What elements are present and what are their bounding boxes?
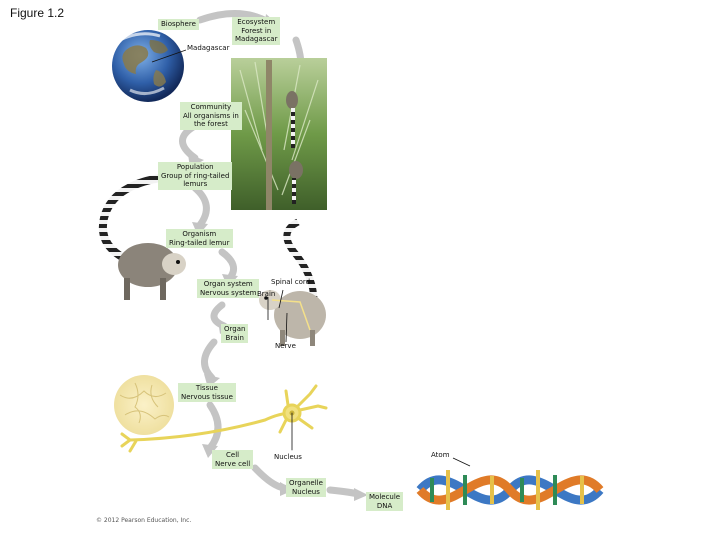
label-nucleus: Nucleus — [271, 452, 305, 463]
population-title: Population — [176, 163, 214, 171]
lemur-nervous-system-icon — [259, 218, 326, 346]
molecule-title: Molecule — [369, 493, 401, 501]
figure-title: Figure 1.2 — [10, 6, 65, 20]
label-organism: Organism Ring-tailed lemur — [166, 229, 233, 248]
cell-title: Cell — [226, 451, 240, 459]
population-desc-2: lemurs — [183, 180, 208, 188]
tissue-desc: Nervous tissue — [181, 392, 233, 401]
arrow-tissue-to-cell — [206, 401, 222, 452]
ecosystem-desc-2: Madagascar — [235, 35, 278, 43]
arrow-population-to-organism — [191, 184, 210, 229]
community-desc-2: the forest — [193, 120, 228, 128]
label-brain-small: Brain — [254, 289, 278, 300]
arrowhead-cell — [202, 444, 218, 458]
label-biosphere: Biosphere — [158, 19, 199, 30]
arrow-organism-to-organsystem — [218, 248, 238, 282]
arrowhead-molecule — [354, 488, 368, 501]
forest-photo-icon — [231, 58, 327, 210]
community-desc-1: All organisms in — [183, 111, 239, 120]
arrow-cell-to-organelle — [251, 464, 288, 492]
organism-title: Organism — [182, 230, 217, 238]
brain-text: Brain — [257, 290, 276, 298]
organelle-title: Organelle — [289, 479, 323, 487]
nerve-cell-icon — [120, 384, 328, 453]
label-nerve: Nerve — [272, 341, 299, 352]
label-spinal-cord: Spinal cord — [268, 277, 313, 288]
organ-system-desc: Nervous system — [200, 288, 257, 297]
spinal-cord-text: Spinal cord — [271, 278, 311, 286]
nerve-text: Nerve — [275, 342, 296, 350]
lemur-group-icon — [99, 174, 186, 300]
organ-system-title: Organ system — [203, 280, 253, 288]
label-madagascar: Madagascar — [184, 43, 232, 54]
label-community: Community All organisms in the forest — [180, 102, 242, 130]
arrow-organelle-to-molecule — [326, 486, 362, 498]
label-organ: Organ Brain — [221, 324, 249, 343]
label-molecule: Molecule DNA — [366, 492, 404, 511]
nerve-tissue-icon — [114, 375, 174, 435]
label-atom: Atom — [428, 450, 453, 461]
molecule-desc: DNA — [376, 501, 393, 510]
community-title: Community — [190, 103, 232, 111]
label-ecosystem: Ecosystem Forest in Madagascar — [232, 17, 281, 45]
arrow-community-to-population — [179, 122, 199, 162]
copyright-text: © 2012 Pearson Education, Inc. — [96, 517, 192, 524]
organism-desc: Ring-tailed lemur — [169, 238, 230, 247]
arrow-organ-to-tissue — [201, 338, 218, 382]
population-desc-1: Group of ring-tailed — [161, 171, 230, 180]
label-cell: Cell Nerve cell — [212, 450, 254, 469]
madagascar-text: Madagascar — [187, 44, 230, 52]
label-organelle: Organelle Nucleus — [286, 478, 326, 497]
tissue-title: Tissue — [195, 384, 218, 392]
biosphere-text: Biosphere — [161, 20, 196, 28]
organ-title: Organ — [224, 325, 246, 333]
earth-globe-icon — [112, 30, 187, 102]
cell-desc: Nerve cell — [215, 459, 251, 468]
ecosystem-title: Ecosystem — [237, 18, 276, 26]
dna-helix-icon — [416, 457, 604, 510]
organelle-desc: Nucleus — [292, 487, 320, 496]
nucleus-text: Nucleus — [274, 453, 302, 461]
organ-desc: Brain — [225, 333, 244, 342]
label-population: Population Group of ring-tailed lemurs — [158, 162, 233, 190]
ecosystem-desc-1: Forest in — [241, 26, 272, 35]
atom-text: Atom — [431, 451, 450, 459]
label-tissue: Tissue Nervous tissue — [178, 383, 236, 402]
label-organ-system: Organ system Nervous system — [197, 279, 260, 298]
